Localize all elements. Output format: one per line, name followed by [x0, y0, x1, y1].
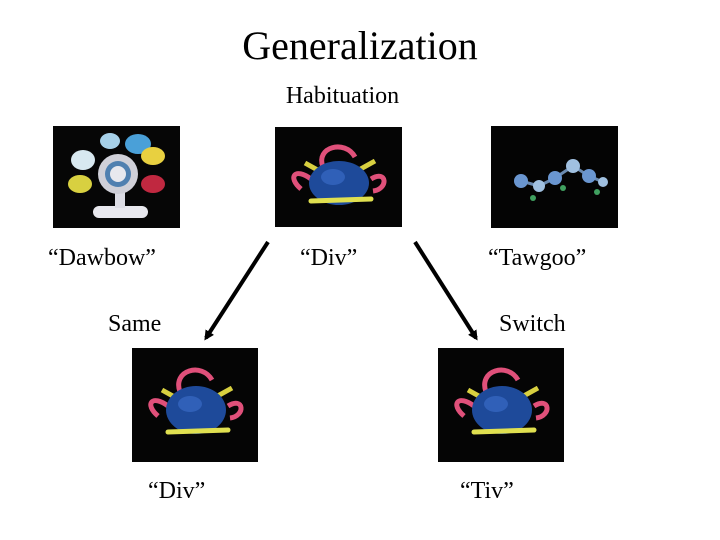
blue-blob-toy-icon — [275, 127, 402, 227]
arrow-to-switch — [413, 240, 478, 341]
switch-label: Switch — [499, 311, 566, 337]
switch-test-image — [438, 348, 564, 462]
slide-title: Generalization — [242, 23, 478, 68]
molecule-toy-image — [491, 126, 618, 228]
arrow-to-same — [204, 240, 270, 341]
word-label-dawbow: “Dawbow” — [48, 245, 156, 271]
molecule-toy-icon — [491, 126, 618, 228]
blue-blob-toy-image — [275, 127, 402, 227]
word-label-div-test: “Div” — [148, 478, 206, 504]
pinwheel-toy-image — [53, 126, 180, 228]
word-label-tawgoo: “Tawgoo” — [488, 245, 587, 271]
blue-blob-toy-icon — [438, 348, 564, 462]
same-label: Same — [108, 311, 162, 337]
pinwheel-toy-icon — [53, 126, 180, 228]
word-label-tiv: “Tiv” — [460, 478, 514, 504]
habituation-heading: Habituation — [285, 83, 400, 109]
word-label-div: “Div” — [300, 245, 358, 271]
same-test-image — [132, 348, 258, 462]
blue-blob-toy-icon — [132, 348, 258, 462]
